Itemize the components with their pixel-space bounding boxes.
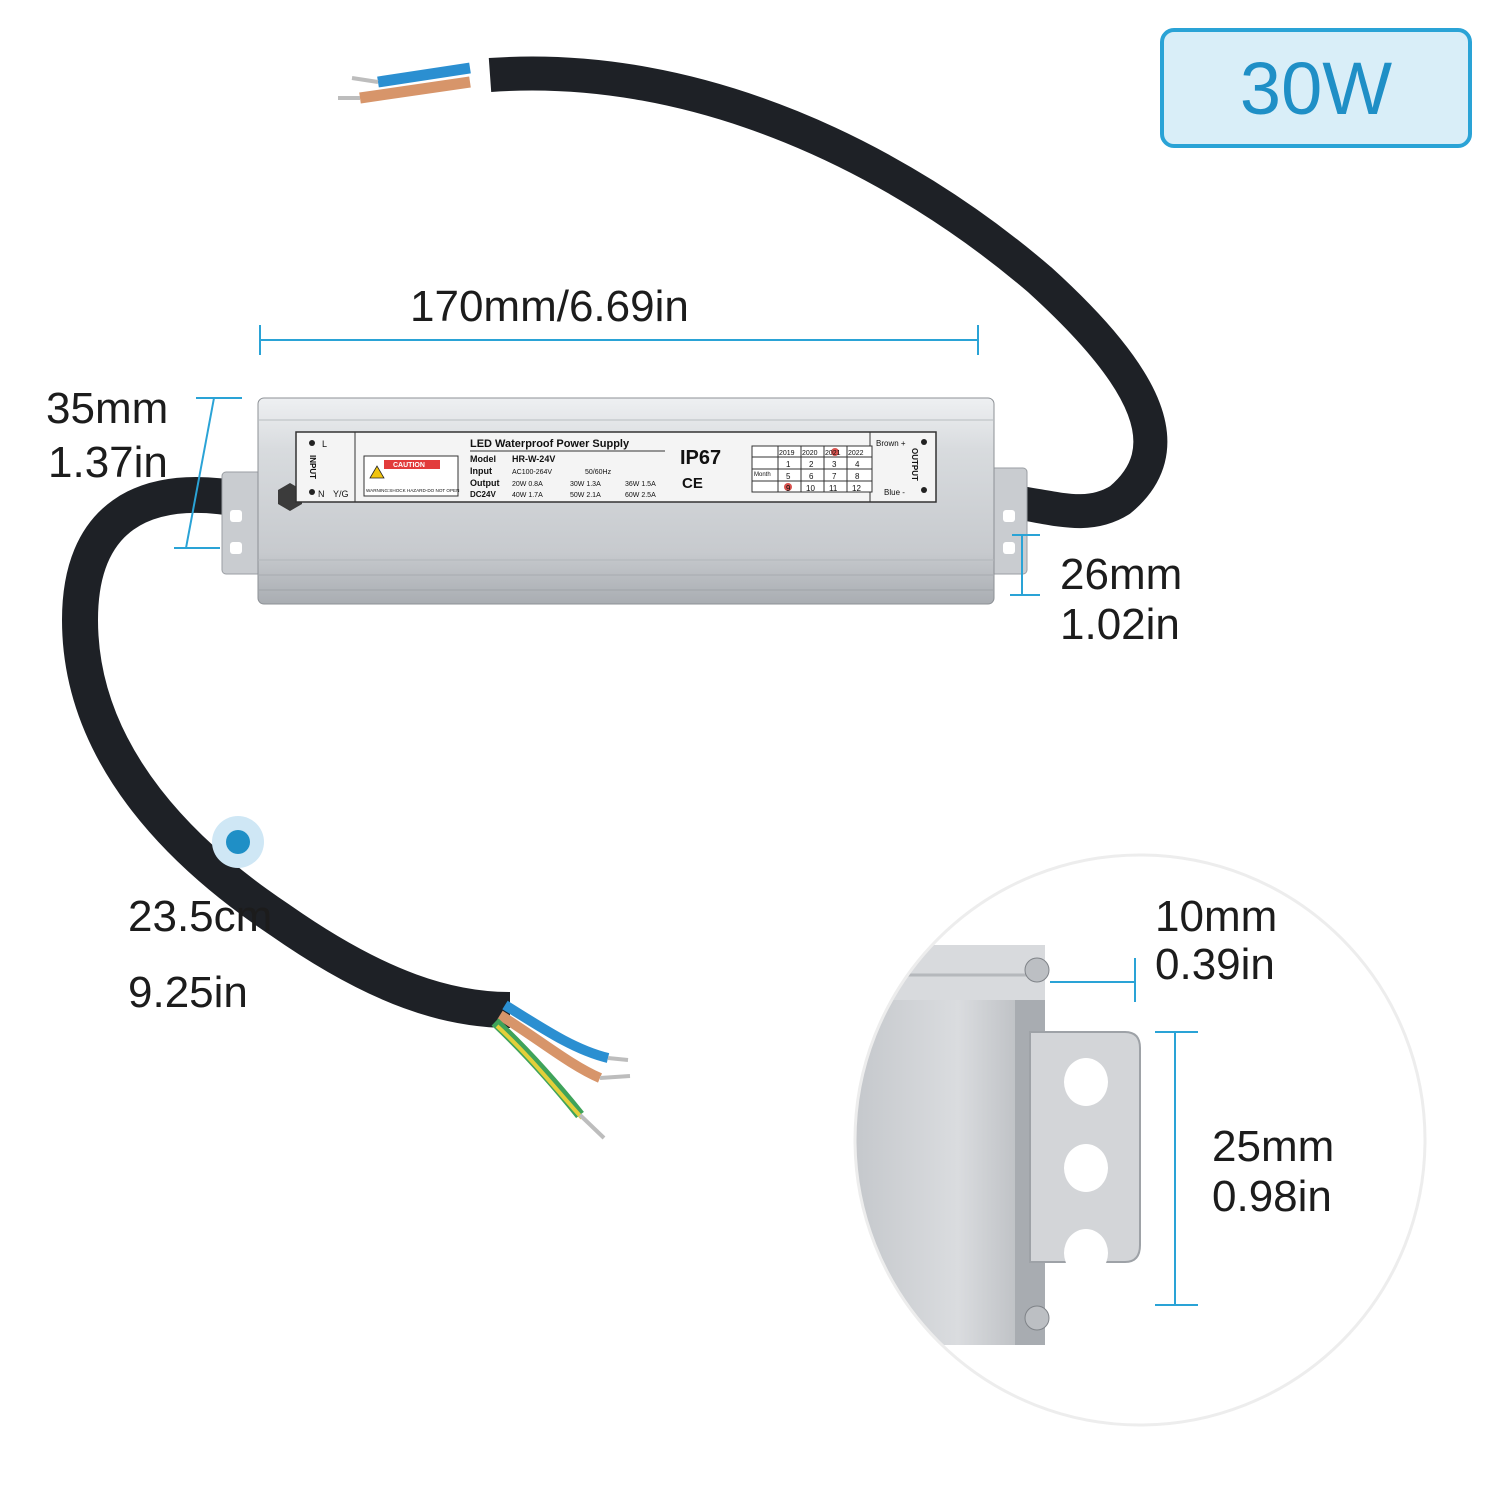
label-month-1: 1 [786,460,791,469]
label-brown: Brown + [876,439,906,448]
label-month-11: 11 [829,484,838,493]
label-option-4: 40W 1.7A [512,492,543,499]
label-option-6: 60W 2.5A [625,492,656,499]
label-year-3: 2021 [825,450,841,457]
input-cable [61,477,511,1028]
label-month-8: 8 [855,472,860,481]
label-output-side: OUTPUT [910,448,919,481]
label-option-3: 36W 1.5A [625,481,656,488]
zoom-detail [855,855,1425,1425]
label-option-1: 20W 0.8A [512,481,543,488]
tab-offset-in-label: 0.39in [1155,940,1275,989]
width-mm-label: 26mm [1060,550,1183,599]
label-input-key: Input [470,466,492,476]
wattage-text: 30W [1239,46,1393,130]
width-dimension-line [1010,534,1040,596]
label-caution: CAUTION [393,462,425,469]
tab-height-mm-label: 25mm [1212,1122,1335,1171]
label-model-key: Model [470,454,496,464]
length-label: 170mm/6.69in [410,282,689,331]
label-month-4: 4 [855,460,860,469]
label-option-5: 50W 2.1A [570,492,601,499]
tab-height-dimension-line [1155,1031,1198,1306]
output-cable [488,56,1168,529]
label-title: LED Waterproof Power Supply [470,438,630,450]
label-dc-key: DC24V [470,490,496,499]
label-month-5: 5 [786,472,791,481]
label-input-side: INPUT [308,455,317,479]
label-month-3: 3 [832,460,837,469]
label-ce-mark: CE [682,475,703,492]
label-option-2: 30W 1.3A [570,481,601,488]
length-dimension-line [259,325,979,355]
label-input-freq: 50/60Hz [585,469,612,476]
label-month-2: 2 [809,460,814,469]
cable-cm-label: 23.5cm [128,892,273,941]
width-in-label: 1.02in [1060,600,1180,649]
label-warning: WARNING:SHOCK HAZARD-DO NOT OPEN [366,488,459,493]
label-month: Month [754,472,771,478]
label-ip-rating: IP67 [680,447,721,469]
label-month-10: 10 [806,484,815,493]
label-n: N [318,489,325,499]
label-input-val: AC100-264V [512,469,552,476]
height-mm-label: 35mm [46,384,169,433]
label-month-7: 7 [832,472,837,481]
label-l: L [322,439,327,449]
label-yg: Y/G [333,489,349,499]
wattage-badge: 30W [1160,28,1472,148]
cable-in-label: 9.25in [128,968,248,1017]
label-month-6: 6 [809,472,814,481]
tab-offset-mm-label: 10mm [1155,892,1278,941]
tab-offset-dimension-line [1050,958,1136,1002]
height-in-label: 1.37in [48,438,168,487]
label-year-2: 2020 [802,450,818,457]
label-year-1: 2019 [779,450,795,457]
tab-height-in-label: 0.98in [1212,1172,1332,1221]
label-model-val: HR-W-24V [512,454,555,464]
label-month-9: 9 [786,484,791,493]
label-year-4: 2022 [848,450,864,457]
label-output-key: Output [470,478,500,488]
label-blue: Blue - [884,488,905,497]
height-dimension-line [174,397,242,549]
label-month-12: 12 [852,484,861,493]
